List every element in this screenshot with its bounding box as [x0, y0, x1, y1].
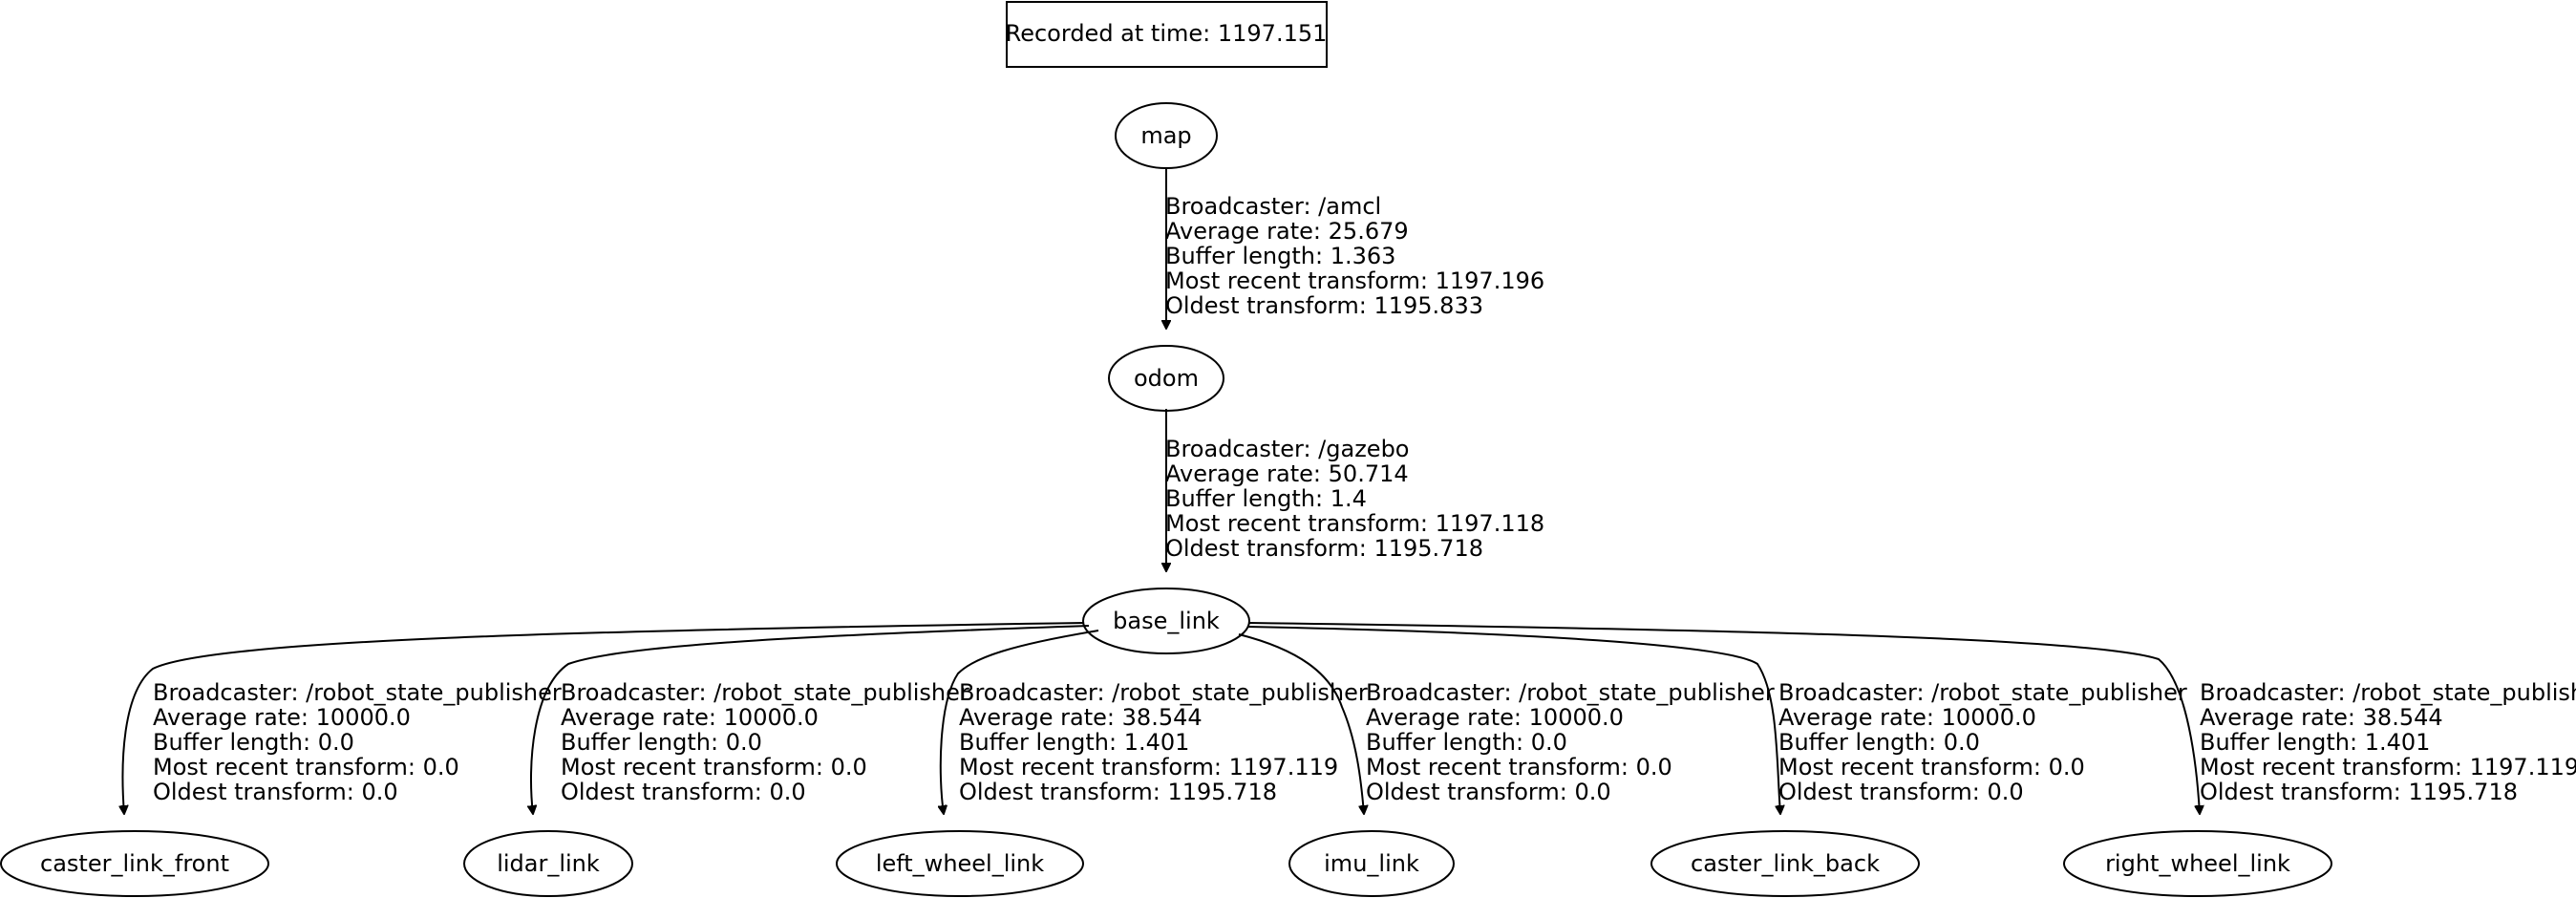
node-caster-link-back: caster_link_back	[1650, 830, 1920, 897]
edge-label-line: Oldest transform: 0.0	[153, 779, 398, 805]
node-base-link: base_link	[1082, 588, 1250, 654]
edge-label-line: Buffer length: 0.0	[1778, 729, 1980, 756]
edge-label-line: Oldest transform: 1195.718	[959, 779, 1277, 805]
edge-base-caster-back	[1246, 626, 1780, 814]
edge-label-line: Broadcaster: /robot_state_publisher	[2200, 679, 2576, 706]
edge-label-line: Average rate: 38.544	[2200, 704, 2443, 731]
node-map-label: map	[1140, 122, 1191, 149]
edge-label-line: Oldest transform: 0.0	[561, 779, 806, 805]
edge-label-line: Buffer length: 0.0	[1366, 729, 1567, 756]
edge-label-base-left-wheel: Broadcaster: /robot_state_publisher Aver…	[959, 679, 1368, 805]
edge-label-line: Buffer length: 1.401	[959, 729, 1189, 756]
node-lidar-link: lidar_link	[463, 830, 633, 897]
edge-label-line: Average rate: 25.679	[1165, 218, 1409, 245]
edge-label-line: Broadcaster: /robot_state_publisher	[153, 679, 562, 706]
edge-label-line: Most recent transform: 0.0	[153, 754, 459, 780]
edge-base-imu	[1238, 633, 1364, 814]
edge-label-map-odom: Broadcaster: /amcl Average rate: 25.679 …	[1165, 193, 1544, 319]
edge-label-line: Buffer length: 1.401	[2200, 729, 2430, 756]
recorded-time-text: Recorded at time: 1197.151	[1006, 20, 1328, 47]
edge-label-line: Broadcaster: /robot_state_publisher	[959, 679, 1368, 706]
edge-label-line: Oldest transform: 0.0	[1778, 779, 2024, 805]
edge-label-line: Broadcaster: /amcl	[1165, 193, 1381, 220]
edge-label-line: Oldest transform: 1195.833	[1165, 292, 1483, 319]
edge-label-odom-base: Broadcaster: /gazebo Average rate: 50.71…	[1165, 436, 1544, 562]
edge-label-line: Average rate: 50.714	[1165, 460, 1409, 487]
edge-label-line: Oldest transform: 1195.718	[2200, 779, 2518, 805]
node-caster-link-front-label: caster_link_front	[40, 850, 229, 877]
edge-label-line: Most recent transform: 1197.119	[959, 754, 1338, 780]
node-map: map	[1115, 102, 1218, 169]
edge-label-line: Average rate: 10000.0	[561, 704, 819, 731]
edge-base-caster-front	[122, 622, 1085, 814]
edge-label-line: Oldest transform: 0.0	[1366, 779, 1611, 805]
edge-label-line: Most recent transform: 1197.119	[2200, 754, 2576, 780]
edge-label-line: Average rate: 10000.0	[1366, 704, 1624, 731]
edge-label-line: Most recent transform: 1197.118	[1165, 510, 1544, 537]
edge-label-line: Most recent transform: 0.0	[1366, 754, 1672, 780]
recorded-time-box	[1006, 1, 1328, 68]
node-left-wheel-link: left_wheel_link	[836, 830, 1084, 897]
node-base-link-label: base_link	[1113, 608, 1220, 634]
edge-label-line: Average rate: 38.544	[959, 704, 1203, 731]
edge-label-line: Buffer length: 1.363	[1165, 243, 1395, 269]
edge-base-right-wheel	[1248, 622, 2200, 814]
edge-label-line: Broadcaster: /gazebo	[1165, 436, 1409, 462]
edge-label-line: Most recent transform: 1197.196	[1165, 267, 1544, 294]
edge-base-left-wheel	[941, 630, 1099, 814]
edge-label-line: Buffer length: 0.0	[153, 729, 354, 756]
node-lidar-link-label: lidar_link	[497, 850, 600, 877]
edge-label-line: Average rate: 10000.0	[1778, 704, 2036, 731]
edge-label-line: Broadcaster: /robot_state_publisher	[561, 679, 969, 706]
edge-label-line: Buffer length: 1.4	[1165, 485, 1367, 512]
edge-label-line: Broadcaster: /robot_state_publisher	[1778, 679, 2187, 706]
node-left-wheel-link-label: left_wheel_link	[876, 850, 1044, 877]
node-odom-label: odom	[1134, 365, 1199, 392]
edge-base-lidar	[531, 625, 1090, 814]
node-right-wheel-link-label: right_wheel_link	[2105, 850, 2290, 877]
edge-label-base-caster-front: Broadcaster: /robot_state_publisher Aver…	[153, 679, 562, 805]
edge-label-line: Most recent transform: 0.0	[561, 754, 867, 780]
edge-label-line: Average rate: 10000.0	[153, 704, 411, 731]
node-odom: odom	[1108, 345, 1224, 412]
edge-label-base-imu: Broadcaster: /robot_state_publisher Aver…	[1366, 679, 1775, 805]
node-right-wheel-link: right_wheel_link	[2063, 830, 2332, 897]
edge-label-base-lidar: Broadcaster: /robot_state_publisher Aver…	[561, 679, 969, 805]
node-caster-link-front: caster_link_front	[0, 830, 269, 897]
edge-label-base-caster-back: Broadcaster: /robot_state_publisher Aver…	[1778, 679, 2187, 805]
edge-label-base-right-wheel: Broadcaster: /robot_state_publisher Aver…	[2200, 679, 2576, 805]
node-imu-link-label: imu_link	[1324, 850, 1419, 877]
edge-label-line: Broadcaster: /robot_state_publisher	[1366, 679, 1775, 706]
edge-label-line: Oldest transform: 1195.718	[1165, 535, 1483, 562]
node-imu-link: imu_link	[1288, 830, 1455, 897]
node-caster-link-back-label: caster_link_back	[1691, 850, 1880, 877]
edge-label-line: Most recent transform: 0.0	[1778, 754, 2085, 780]
edge-label-line: Buffer length: 0.0	[561, 729, 762, 756]
